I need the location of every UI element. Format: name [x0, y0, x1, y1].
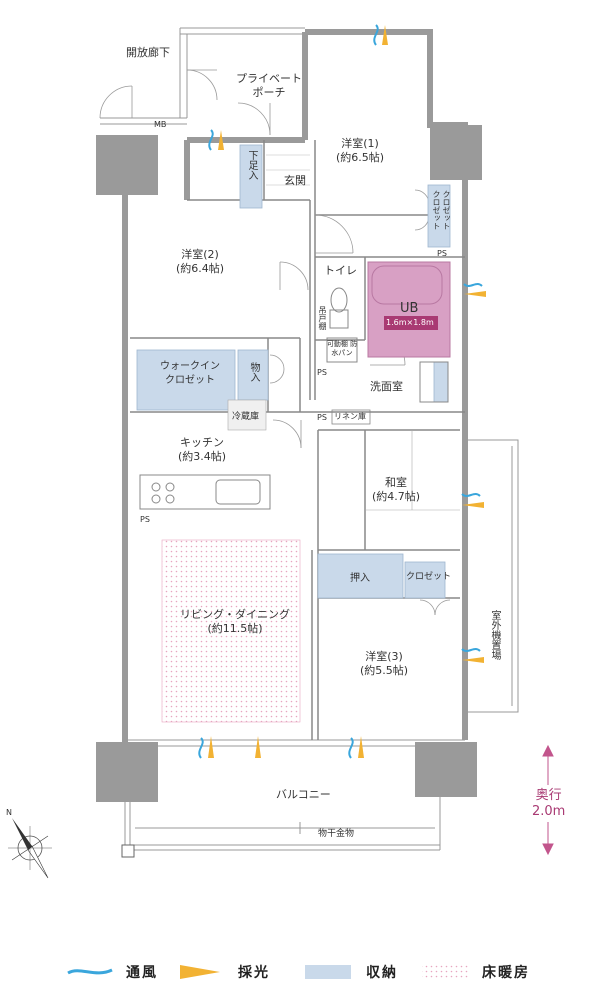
- washroom-sink: [419, 361, 449, 403]
- kitchen-label: キッチン (約3.4帖): [178, 436, 226, 464]
- legend-item-wind: 通風: [110, 958, 158, 986]
- shoe-closet-label: 下足入: [246, 150, 257, 180]
- legend-item-floor-heating: 床暖房: [466, 958, 530, 986]
- legend-wind-label: 通風: [126, 965, 158, 981]
- japanese-room-size: (約4.7帖): [372, 490, 421, 503]
- walkin-line2: クロゼット: [165, 375, 215, 386]
- bedroom2-size: (約6.4帖): [176, 262, 225, 275]
- fridge-space: [227, 399, 267, 431]
- bedroom1-name: 洋室(1): [341, 137, 379, 150]
- depth-label: 奥行 2.0m: [532, 788, 565, 820]
- ps-kitchen-label: PS: [140, 515, 150, 524]
- storage-label: 物入: [248, 362, 259, 382]
- private-porch-label: プライベート ポーチ: [236, 72, 302, 100]
- linen-box: [331, 409, 371, 425]
- legend-sunlight-icon: [180, 965, 220, 979]
- corridor-doors: [99, 69, 218, 119]
- legend-sunlight-label: 採光: [238, 965, 270, 981]
- toilet-tank: [329, 309, 349, 329]
- ps-mid-label: PS: [317, 368, 327, 377]
- bedroom3-size: (約5.5帖): [360, 664, 409, 677]
- oshiire-label: 押入: [350, 573, 370, 584]
- walkin-line1: ウォークイン: [160, 361, 220, 372]
- closet1-label: クロゼット: [432, 190, 441, 230]
- legend-item-sunlight: 採光: [222, 958, 270, 986]
- north-label: N: [6, 808, 12, 817]
- legend-wind-wave-icon: [67, 968, 113, 975]
- legend-storage-label: 収納: [366, 965, 398, 981]
- balcony-label: バルコニー: [276, 788, 331, 801]
- washroom-label: 洗面室: [370, 380, 403, 393]
- japanese-room-label: 和室 (約4.7帖): [372, 476, 420, 504]
- kitchen-name: キッチン: [180, 436, 225, 449]
- bedroom3-label: 洋室(3) (約5.5帖): [360, 650, 408, 678]
- drain-box: [121, 844, 135, 858]
- open-corridor-lines: [100, 27, 305, 125]
- bedroom2-label: 洋室(2) (約6.4帖): [176, 248, 224, 276]
- ps-top-label: PS: [437, 249, 447, 258]
- bedroom1-label: 洋室(1) (約6.5帖): [336, 137, 384, 165]
- legend-floor-heating-label: 床暖房: [482, 965, 530, 981]
- balcony-outline: [124, 739, 465, 851]
- structural-columns: [96, 125, 482, 802]
- depth-dimension-arrow: [542, 744, 554, 856]
- washer-pan-label: 可動棚 防水パン: [326, 340, 358, 357]
- ps-left-label: PS: [317, 413, 327, 422]
- depth-line1: 奥行: [535, 788, 562, 803]
- ub-size-badge: [384, 316, 438, 330]
- kitchen-size: (約3.4帖): [178, 450, 227, 463]
- storage-areas: [136, 144, 451, 599]
- living-dining-size: (約11.5帖): [207, 622, 263, 635]
- toilet-fixture: [330, 287, 348, 313]
- linen-label: リネン庫: [334, 412, 366, 421]
- tatami-lines: [365, 430, 460, 511]
- bathtub: [371, 265, 443, 305]
- closet2-label: クロゼット: [442, 190, 451, 230]
- bedroom1-size: (約6.5帖): [336, 151, 385, 164]
- compass-rose: [8, 818, 52, 879]
- living-dining-label: リビング・ダイニング (約11.5帖): [180, 608, 290, 636]
- drying-rack-label: 物干金物: [318, 829, 355, 839]
- outdoor-unit-label: 室外機置場: [489, 610, 500, 660]
- floor-heating-area: [161, 539, 301, 723]
- fridge-label: 冷蔵庫: [232, 412, 260, 422]
- walkin-closet-label: ウォークイン クロゼット: [160, 360, 220, 388]
- interior-doors: [237, 102, 451, 616]
- legend-item-storage: 収納: [350, 958, 398, 986]
- ub-label: UB: [400, 301, 419, 316]
- living-dining-name: リビング・ダイニング: [180, 608, 290, 621]
- closet3-label: クロゼット: [406, 572, 452, 582]
- bedroom3-name: 洋室(3): [365, 650, 403, 663]
- legend-floor-heating-swatch-icon: [422, 965, 468, 979]
- japanese-room-name: 和室: [385, 476, 408, 489]
- entrance-label: 玄関: [284, 174, 306, 187]
- ventilation-markers: [198, 24, 486, 759]
- open-corridor-label: 開放廊下: [126, 46, 170, 59]
- mb-label: MB: [154, 120, 167, 129]
- kitchen-counter: [139, 474, 271, 510]
- legend-storage-swatch-icon: [305, 965, 351, 979]
- unit-bath: [367, 261, 451, 358]
- private-porch-line2: ポーチ: [252, 86, 286, 99]
- depth-line2: 2.0m: [532, 804, 566, 819]
- entrance-step-lines: [266, 154, 310, 186]
- toilet-label: トイレ: [324, 264, 357, 277]
- private-porch-line1: プライベート: [236, 72, 302, 85]
- toilet-shelf-label: 吊戸棚: [318, 306, 327, 330]
- ub-size-label: 1.6m×1.8m: [386, 318, 434, 327]
- washer-pan-box: [326, 337, 358, 363]
- outdoor-unit-area-outline: [465, 439, 519, 713]
- bedroom2-name: 洋室(2): [181, 248, 219, 261]
